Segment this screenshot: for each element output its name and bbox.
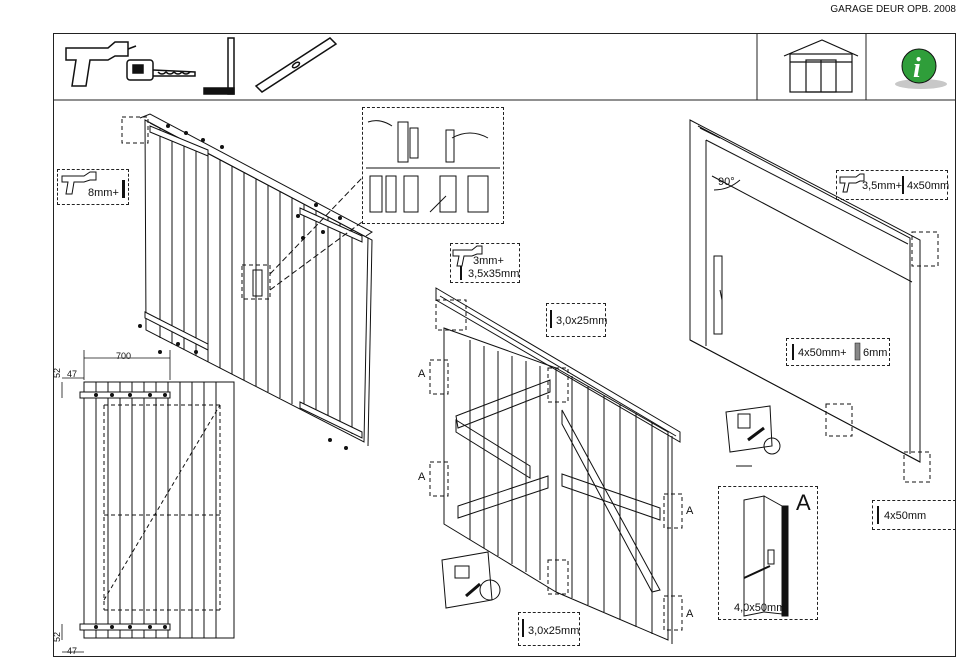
marker-a-2: A <box>418 471 426 483</box>
drill-3mm-callout <box>450 243 520 283</box>
hardware-detail-box <box>362 107 504 224</box>
screw-3-5x35-label: 3,5x35mm <box>468 268 520 280</box>
screw-4x50-right-callout <box>872 500 956 530</box>
detail-a-box <box>718 486 818 620</box>
dimension-700: 700 <box>116 351 132 361</box>
screw-4-0x50-label: 4,0x50mm <box>734 602 786 614</box>
screw-4x50-bit-6mm-callout <box>786 338 890 366</box>
bit-6mm-label: 6mm <box>863 347 888 359</box>
screw-3-0x25-top-callout <box>546 303 606 337</box>
drill-8mm-label: 8mm+ <box>88 187 119 199</box>
drill-3mm-label: 3mm+ <box>473 255 504 267</box>
marker-a-1: A <box>418 368 426 380</box>
screw-4x50-right-label: 4x50mm <box>884 510 927 522</box>
marker-a-3: A <box>686 505 694 517</box>
angle-90-label: 90° <box>718 176 735 188</box>
screw-4x50-top-label: 4x50mm <box>907 180 950 192</box>
screw-3-0x25-bottom-callout <box>518 612 580 646</box>
drawing-frame <box>53 33 956 657</box>
marker-a-4: A <box>686 608 694 620</box>
drill-3-5mm-callout <box>836 170 948 200</box>
dimension-47-bottom: 47 <box>67 646 78 656</box>
detail-a-label: A <box>796 490 811 515</box>
dimension-47-top: 47 <box>67 369 78 379</box>
svg-text:i: i <box>913 53 921 84</box>
screw-3-0x25-bottom-label: 3,0x25mm <box>528 625 580 637</box>
page-title: GARAGE DEUR OPB. 2008 <box>830 4 956 15</box>
drill-3-5mm-label: 3,5mm+ <box>862 180 903 192</box>
drill-8mm-callout <box>57 169 129 205</box>
screw-4x50mm-plus-label: 4x50mm+ <box>798 347 847 359</box>
screw-3-0x25-top-label: 3,0x25mm <box>556 315 608 327</box>
